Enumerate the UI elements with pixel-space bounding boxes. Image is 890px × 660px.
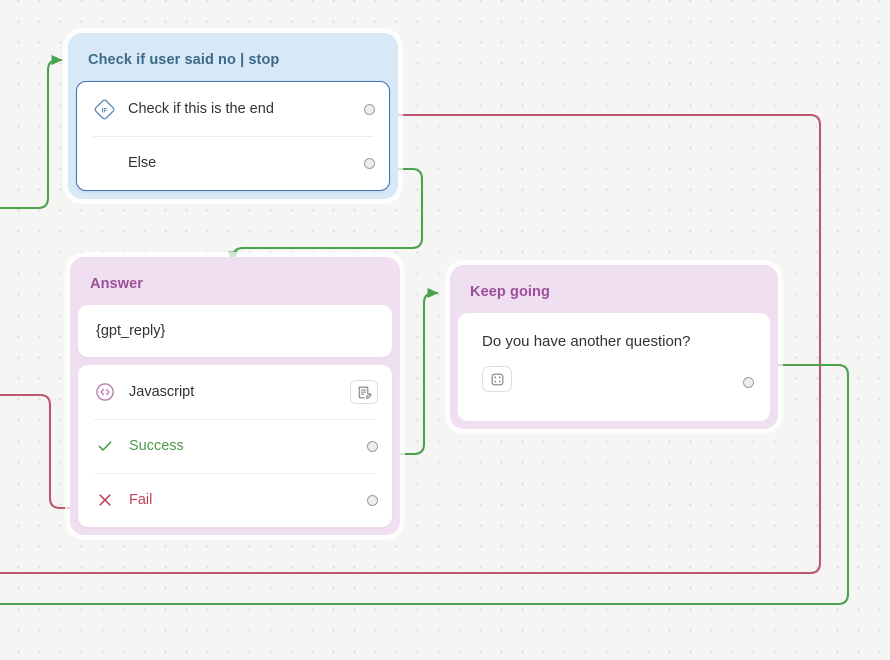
node-keep-going[interactable]: Keep going Do you have another question? [450,265,778,429]
row-label-success: Success [129,438,184,454]
port-fail[interactable] [367,494,378,506]
row-label-else: Else [128,155,157,171]
node-condition[interactable]: Check if user said no | stop IF Check if… [68,33,398,199]
node-keep-going-title: Keep going [470,284,550,300]
row-javascript[interactable]: Javascript [78,365,392,419]
node-answer-body: Javascript Success [78,365,392,527]
if-diamond-icon: IF [93,98,115,120]
node-keep-going-toolbar [482,366,752,392]
check-icon [94,435,116,457]
svg-text:IF: IF [101,107,107,114]
row-label-check-if-end: Check if this is the end [128,101,274,117]
code-circle-icon [94,381,116,403]
row-success[interactable]: Success [78,419,392,473]
row-fail[interactable]: Fail [78,473,392,527]
edge-entry-to-condition [0,54,63,210]
node-keep-going-message[interactable]: Do you have another question? [482,333,691,350]
node-answer[interactable]: Answer {gpt_reply} Javascript [70,257,400,535]
port-else[interactable] [364,157,375,169]
node-condition-title: Check if user said no | stop [88,52,280,68]
row-check-if-end[interactable]: IF Check if this is the end [77,82,389,136]
node-keep-going-body: Do you have another question? [458,313,770,421]
dice-square-icon[interactable] [482,366,512,392]
row-label-javascript: Javascript [129,384,195,400]
node-answer-title: Answer [90,276,143,292]
cross-icon [94,489,116,511]
row-else-icon-spacer [93,152,115,174]
node-answer-message[interactable]: {gpt_reply} [78,305,392,357]
row-label-fail: Fail [129,492,153,508]
row-else[interactable]: Else [77,136,389,190]
port-keep-going[interactable] [743,377,754,388]
port-check-if-end[interactable] [364,103,375,115]
port-success[interactable] [367,440,378,452]
document-edit-icon[interactable] [350,380,378,404]
node-condition-body: IF Check if this is the end Else [76,81,390,191]
